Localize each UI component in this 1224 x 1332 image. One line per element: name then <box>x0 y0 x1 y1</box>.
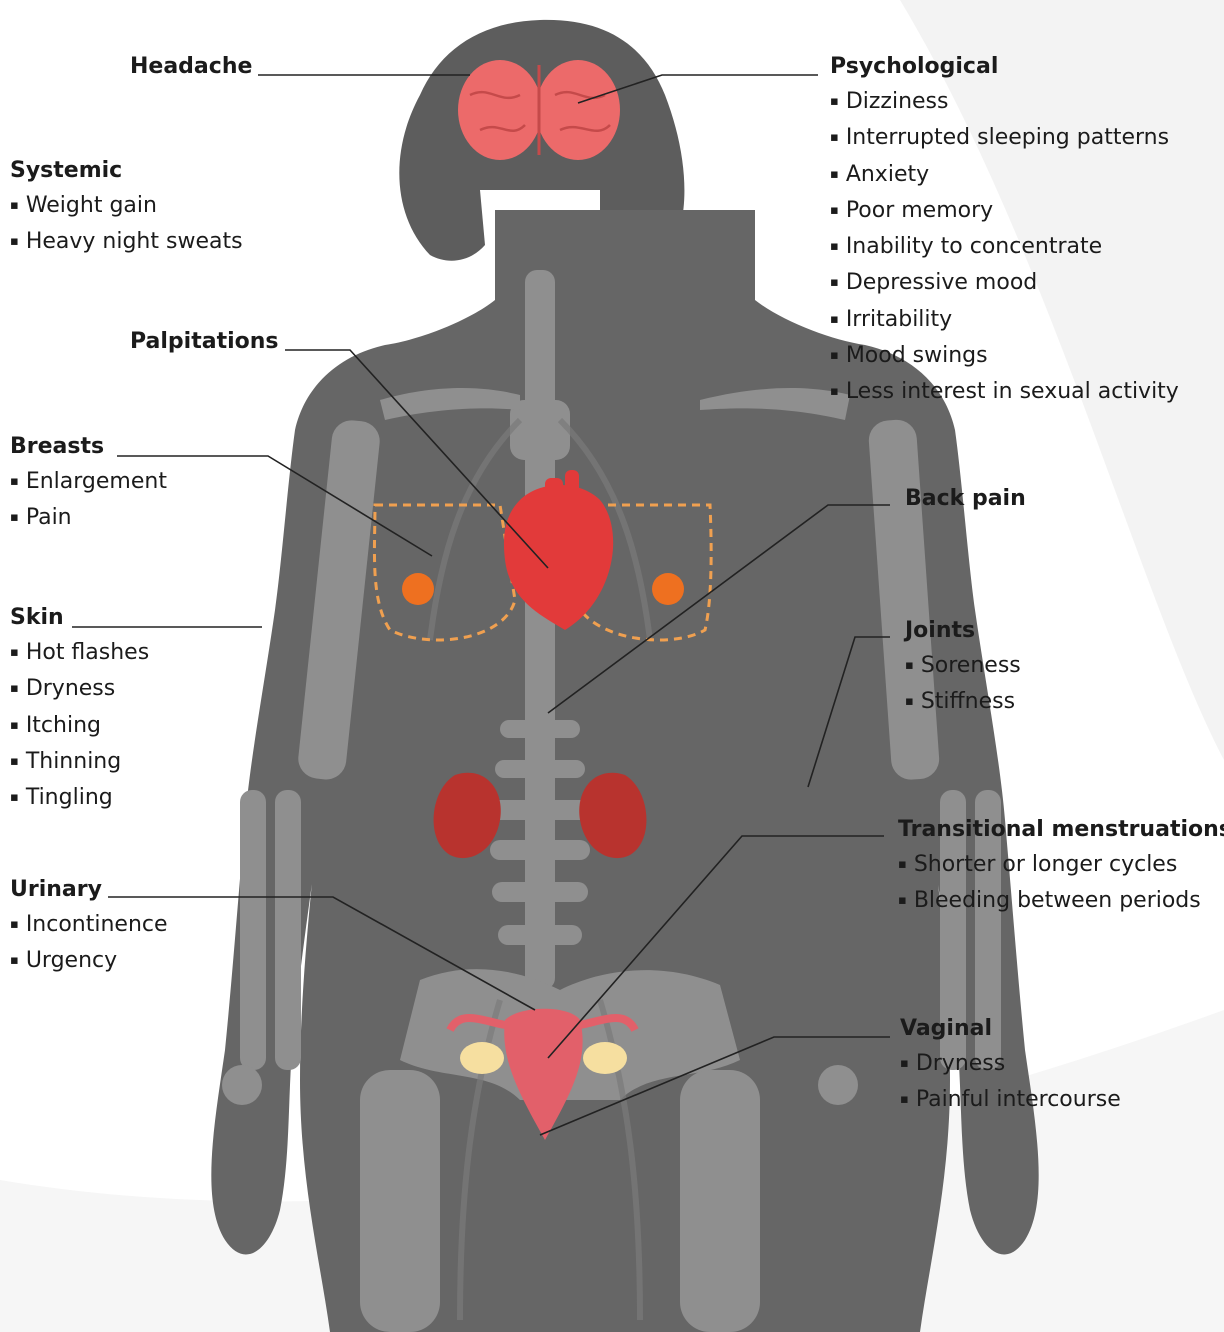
list-item: Heavy night sweats <box>10 225 243 261</box>
group-skin: Skin Hot flashes Dryness Itching Thinnin… <box>10 603 149 817</box>
list-item: Hot flashes <box>10 636 149 672</box>
list-item: Shorter or longer cycles <box>898 848 1224 884</box>
label-psychological: Psychological <box>830 52 1179 82</box>
list-item: Dizziness <box>830 85 1179 121</box>
label-vaginal: Vaginal <box>900 1014 1121 1044</box>
list-item: Itching <box>10 709 149 745</box>
list-item: Anxiety <box>830 158 1179 194</box>
list-item: Bleeding between periods <box>898 884 1224 920</box>
label-skin: Skin <box>10 603 149 633</box>
list-item: Depressive mood <box>830 266 1179 302</box>
group-transitional: Transitional menstruations Shorter or lo… <box>898 815 1224 921</box>
list-item: Enlargement <box>10 465 167 501</box>
group-urinary: Urinary Incontinence Urgency <box>10 875 168 981</box>
list-item: Inability to concentrate <box>830 230 1179 266</box>
group-systemic: Systemic Weight gain Heavy night sweats <box>10 156 243 262</box>
list-item: Interrupted sleeping patterns <box>830 121 1179 157</box>
group-back-pain: Back pain <box>905 484 1026 514</box>
group-vaginal: Vaginal Dryness Painful intercourse <box>900 1014 1121 1120</box>
label-transitional: Transitional menstruations <box>898 815 1224 845</box>
list-item: Stiffness <box>905 685 1021 721</box>
group-palpitations: Palpitations <box>130 327 279 357</box>
list-item: Weight gain <box>10 189 243 225</box>
list-item: Urgency <box>10 944 168 980</box>
nipple-right <box>652 573 684 605</box>
group-breasts: Breasts Enlargement Pain <box>10 432 167 538</box>
group-joints: Joints Soreness Stiffness <box>905 616 1021 722</box>
group-headache: Headache <box>130 52 252 82</box>
label-joints: Joints <box>905 616 1021 646</box>
group-psychological: Psychological Dizziness Interrupted slee… <box>830 52 1179 412</box>
label-systemic: Systemic <box>10 156 243 186</box>
label-breasts: Breasts <box>10 432 167 462</box>
list-item: Tingling <box>10 781 149 817</box>
list-item: Mood swings <box>830 339 1179 375</box>
list-item: Poor memory <box>830 194 1179 230</box>
list-item: Soreness <box>905 649 1021 685</box>
label-palpitations: Palpitations <box>130 327 279 357</box>
list-item: Irritability <box>830 303 1179 339</box>
list-item: Less interest in sexual activity <box>830 375 1179 411</box>
label-headache: Headache <box>130 52 252 82</box>
brain-icon <box>458 60 620 160</box>
label-urinary: Urinary <box>10 875 168 905</box>
label-back-pain: Back pain <box>905 484 1026 514</box>
list-item: Pain <box>10 501 167 537</box>
list-item: Thinning <box>10 745 149 781</box>
list-item: Dryness <box>900 1047 1121 1083</box>
list-item: Dryness <box>10 672 149 708</box>
nipple-left <box>402 573 434 605</box>
list-item: Painful intercourse <box>900 1083 1121 1119</box>
list-item: Incontinence <box>10 908 168 944</box>
